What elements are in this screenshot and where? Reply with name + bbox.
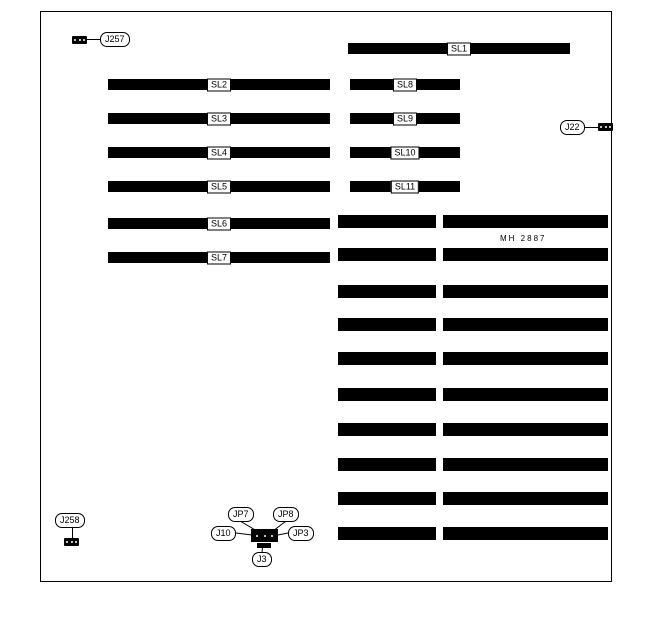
- slot-sl7: SL7: [108, 251, 330, 264]
- jumper-block-icon: [251, 529, 278, 542]
- pin-dot: [82, 39, 85, 41]
- memory-slot-notch: [436, 318, 443, 331]
- slot-sl11-label: SL11: [390, 180, 420, 193]
- memory-slot-notch: [436, 458, 443, 471]
- j22-connector-line: [585, 127, 598, 128]
- slot-sl4: SL4: [108, 146, 330, 159]
- slot-sl5: SL5: [108, 180, 330, 193]
- jp7-label: JP7: [228, 507, 254, 522]
- slot-sl2-label: SL2: [206, 78, 232, 91]
- memory-slot: [338, 423, 608, 436]
- j257-label: J257: [100, 32, 130, 47]
- pin-dot: [256, 534, 259, 537]
- j258-pins-icon: [64, 538, 79, 546]
- memory-slot: [338, 318, 608, 331]
- slot-sl10: SL10: [350, 146, 460, 159]
- pin-dot: [608, 126, 611, 128]
- slot-sl3-label: SL3: [206, 112, 232, 125]
- jumper-block-small-icon: [257, 543, 271, 548]
- jp3-label: JP3: [288, 526, 314, 541]
- memory-slot-notch: [436, 388, 443, 401]
- memory-slot: [338, 388, 608, 401]
- memory-slot-notch: [436, 527, 443, 540]
- slot-sl9-label: SL9: [392, 112, 418, 125]
- memory-slot: [338, 215, 608, 228]
- j10-label: J10: [211, 526, 236, 541]
- pin-dot: [74, 39, 77, 41]
- pin-dot: [74, 541, 77, 543]
- j258-label: J258: [55, 513, 85, 528]
- slot-sl3: SL3: [108, 112, 330, 125]
- slot-sl6: SL6: [108, 217, 330, 230]
- memory-slot-notch: [436, 352, 443, 365]
- memory-slot: [338, 458, 608, 471]
- memory-slot-notch: [436, 215, 443, 228]
- memory-slot: [338, 492, 608, 505]
- j3-label: J3: [252, 552, 272, 567]
- jp8-label: JP8: [273, 507, 299, 522]
- pin-dot: [600, 126, 603, 128]
- slot-sl6-label: SL6: [206, 217, 232, 230]
- j257-pins-icon: [72, 36, 87, 44]
- slot-sl5-label: SL5: [206, 180, 232, 193]
- pin-dot: [604, 126, 607, 128]
- slot-sl2: SL2: [108, 78, 330, 91]
- j22-pins-icon: [598, 123, 613, 131]
- slot-sl10-label: SL10: [390, 146, 420, 159]
- memory-part-number: MH 2887: [500, 234, 547, 243]
- pin-dot: [66, 541, 69, 543]
- memory-slot-notch: [436, 285, 443, 298]
- pin-dot: [263, 534, 266, 537]
- j22-label: J22: [560, 120, 585, 135]
- slot-sl8-label: SL8: [392, 78, 418, 91]
- pin-dot: [270, 534, 273, 537]
- memory-slot: [338, 352, 608, 365]
- j257-connector-line: [87, 39, 100, 40]
- slot-sl9: SL9: [350, 112, 460, 125]
- memory-slot: [338, 285, 608, 298]
- memory-slot-notch: [436, 423, 443, 436]
- slot-sl8: SL8: [350, 78, 460, 91]
- memory-slot-notch: [436, 248, 443, 261]
- slot-sl1: SL1: [348, 42, 570, 55]
- memory-slot: [338, 527, 608, 540]
- slot-sl1-label: SL1: [446, 42, 472, 55]
- pin-dot: [70, 541, 73, 543]
- j258-connector-line: [72, 528, 73, 538]
- slot-sl4-label: SL4: [206, 146, 232, 159]
- pin-dot: [78, 39, 81, 41]
- memory-slot: [338, 248, 608, 261]
- slot-sl11: SL11: [350, 180, 460, 193]
- memory-slot-notch: [436, 492, 443, 505]
- slot-sl7-label: SL7: [206, 251, 232, 264]
